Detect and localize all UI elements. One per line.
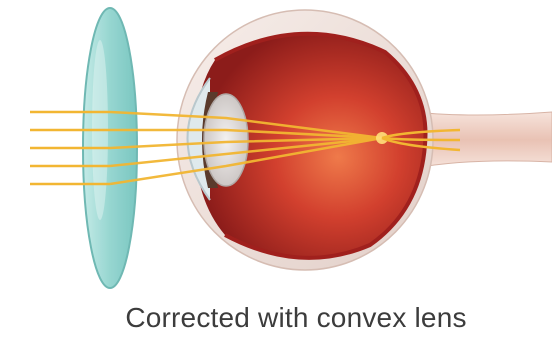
caption: Corrected with convex lens (0, 302, 552, 334)
eye-correction-illustration (0, 0, 552, 300)
eye-lens (204, 94, 248, 186)
